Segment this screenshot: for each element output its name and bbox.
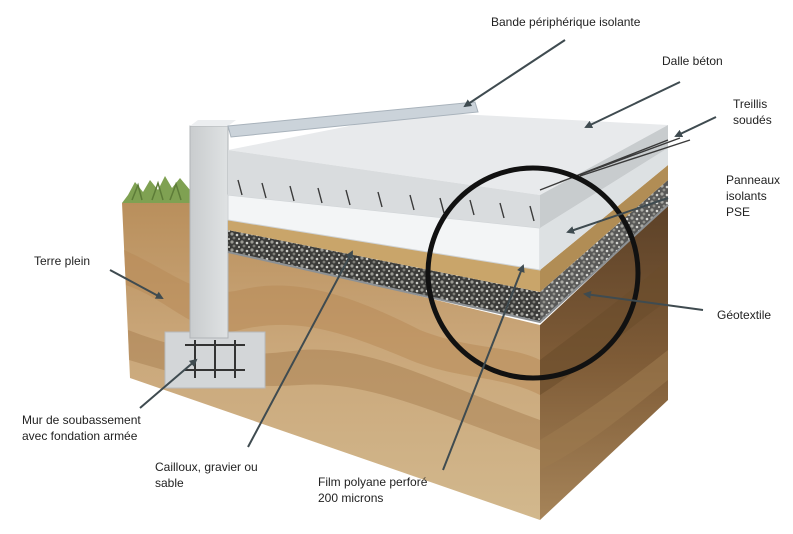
arrow-terre (109, 269, 164, 299)
polyane-film (227, 204, 669, 324)
arrow-mur (139, 358, 198, 409)
label-bande: Bande périphérique isolante (491, 15, 641, 29)
gravel-layer (228, 180, 668, 322)
grass-tuft (122, 176, 190, 203)
rebar-mesh (237, 137, 691, 222)
arrow-bande (463, 39, 566, 108)
arrow-dalle (584, 81, 681, 129)
foundation-footing (164, 331, 266, 389)
peripheral-strip (227, 101, 479, 138)
foundation-wall (189, 120, 236, 339)
arrow-treillis (674, 116, 717, 138)
arrow-geotextile (583, 290, 704, 311)
label-cailloux: Cailloux, gravier ou sable (155, 460, 258, 490)
arrow-film (442, 264, 525, 471)
sand-layer (228, 165, 668, 292)
concrete-slab (228, 112, 668, 228)
label-treillis: Treillis soudés (733, 97, 772, 127)
zoom-circle (425, 165, 641, 381)
arrow-panneaux (566, 197, 669, 234)
label-geotextile: Géotextile (717, 308, 772, 322)
label-dalle: Dalle béton (662, 54, 723, 68)
label-film: Film polyane perforé 200 microns (318, 475, 428, 505)
label-mur: Mur de soubassement avec fondation armée (22, 413, 141, 443)
label-panneaux: Panneaux isolants PSE (726, 173, 781, 219)
leader-lines (109, 39, 717, 471)
label-terre: Terre plein (34, 254, 91, 268)
arrow-cailloux (247, 250, 353, 448)
